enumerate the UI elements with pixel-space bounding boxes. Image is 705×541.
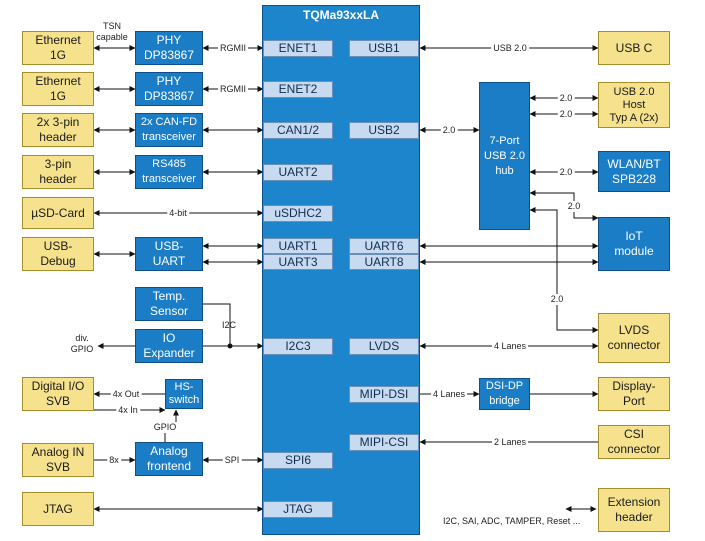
label-8x: 8x	[107, 455, 121, 466]
rs485-transceiver: RS485 transceiver	[135, 155, 203, 189]
ext-csi-connector: CSI connector	[598, 425, 670, 459]
label-ext-signals: I2C, SAI, ADC, TAMPER, Reset ...	[443, 516, 581, 526]
port-jtag: JTAG	[263, 501, 333, 518]
ext-usb-host: USB 2.0 Host Typ A (2x)	[598, 82, 670, 128]
ext-analog-in: Analog IN SVB	[22, 443, 94, 477]
label-lvds-link: 2.0	[548, 294, 566, 305]
line-hub-iot	[529, 190, 599, 221]
port-uart6: UART6	[349, 238, 419, 254]
io-expander: IO Expander	[135, 329, 203, 363]
can-fd-transceiver: 2x CAN-FD transceiver	[135, 113, 203, 147]
port-mipi-csi: MIPI-CSI	[349, 434, 419, 451]
usb-uart: USB- UART	[135, 237, 203, 271]
soc-title: TQMa93xxLA	[302, 8, 380, 22]
ext-lvds-connector: LVDS connector	[598, 313, 670, 363]
label-rgmii-2: RGMII	[218, 84, 248, 95]
label-host-b: 2.0	[557, 109, 575, 120]
junction-i2c	[227, 343, 233, 349]
ext-usb-debug: USB- Debug	[22, 237, 94, 271]
label-csi-lanes: 2 Lanes	[491, 437, 529, 448]
label-host-a: 2.0	[557, 93, 575, 104]
ext-digital-io: Digital I/O SVB	[22, 377, 94, 411]
port-uart8: UART8	[349, 254, 419, 270]
port-uart3: UART3	[263, 254, 333, 270]
ext-can-header: 2x 3-pin header	[22, 113, 94, 147]
label-4x-out: 4x Out	[110, 389, 142, 400]
label-wlan-link: 2.0	[557, 167, 575, 178]
analog-frontend: Analog frontend	[135, 442, 203, 476]
label-4bit: 4-bit	[167, 208, 189, 219]
port-uart1: UART1	[263, 238, 333, 254]
port-lvds: LVDS	[349, 338, 419, 355]
port-usdhc2: uSDHC2	[263, 205, 333, 222]
label-4x-in: 4x In	[116, 405, 140, 416]
label-dsi-lanes: 4 Lanes	[430, 389, 468, 400]
label-usb2-hub: 2.0	[440, 125, 458, 136]
ext-usd-card: µSD-Card	[22, 197, 94, 229]
port-usb1: USB1	[349, 40, 419, 57]
hs-switch: HS- switch	[165, 379, 203, 409]
label-tsn: TSN capable	[96, 21, 128, 42]
ext-displayport: Display- Port	[598, 377, 670, 411]
phy-2: PHY DP83867	[135, 72, 203, 106]
label-iot-link: 2.0	[565, 201, 583, 212]
label-spi: SPI	[222, 455, 242, 466]
label-usb20-c: USB 2.0	[491, 43, 529, 54]
line-hub-lvds	[529, 207, 599, 333]
label-i2c: I2C	[222, 320, 237, 330]
port-mipi-dsi: MIPI-DSI	[349, 386, 419, 403]
line-temp-i2c	[203, 303, 231, 346]
port-enet2: ENET2	[263, 81, 333, 98]
port-can: CAN1/2	[263, 122, 333, 139]
ext-extension-header: Extension header	[598, 488, 670, 532]
label-rgmii-1: RGMII	[218, 43, 248, 54]
port-usb2: USB2	[349, 122, 419, 139]
port-spi6: SPI6	[263, 452, 333, 469]
ext-usb-c: USB C	[598, 31, 670, 65]
ext-ethernet-1: Ethernet 1G	[22, 31, 94, 65]
temp-sensor: Temp. Sensor	[135, 287, 203, 321]
label-lvds-lanes: 4 Lanes	[491, 341, 529, 352]
port-enet1: ENET1	[263, 40, 333, 57]
port-i2c3: I2C3	[263, 338, 333, 355]
usb-hub: 7-Port USB 2.0 hub	[479, 82, 530, 230]
label-div-gpio: div. GPIO	[70, 333, 94, 354]
label-gpio: GPIO	[151, 422, 179, 433]
wlan-bt-module: WLAN/BT SPB228	[598, 151, 670, 192]
phy-1: PHY DP83867	[135, 31, 203, 65]
ext-jtag: JTAG	[22, 492, 94, 526]
dsi-dp-bridge: DSI-DP bridge	[479, 378, 530, 410]
ext-3pin-header: 3-pin header	[22, 155, 94, 189]
iot-module: IoT module	[598, 217, 670, 271]
ext-ethernet-2: Ethernet 1G	[22, 72, 94, 106]
port-uart2: UART2	[263, 164, 333, 181]
